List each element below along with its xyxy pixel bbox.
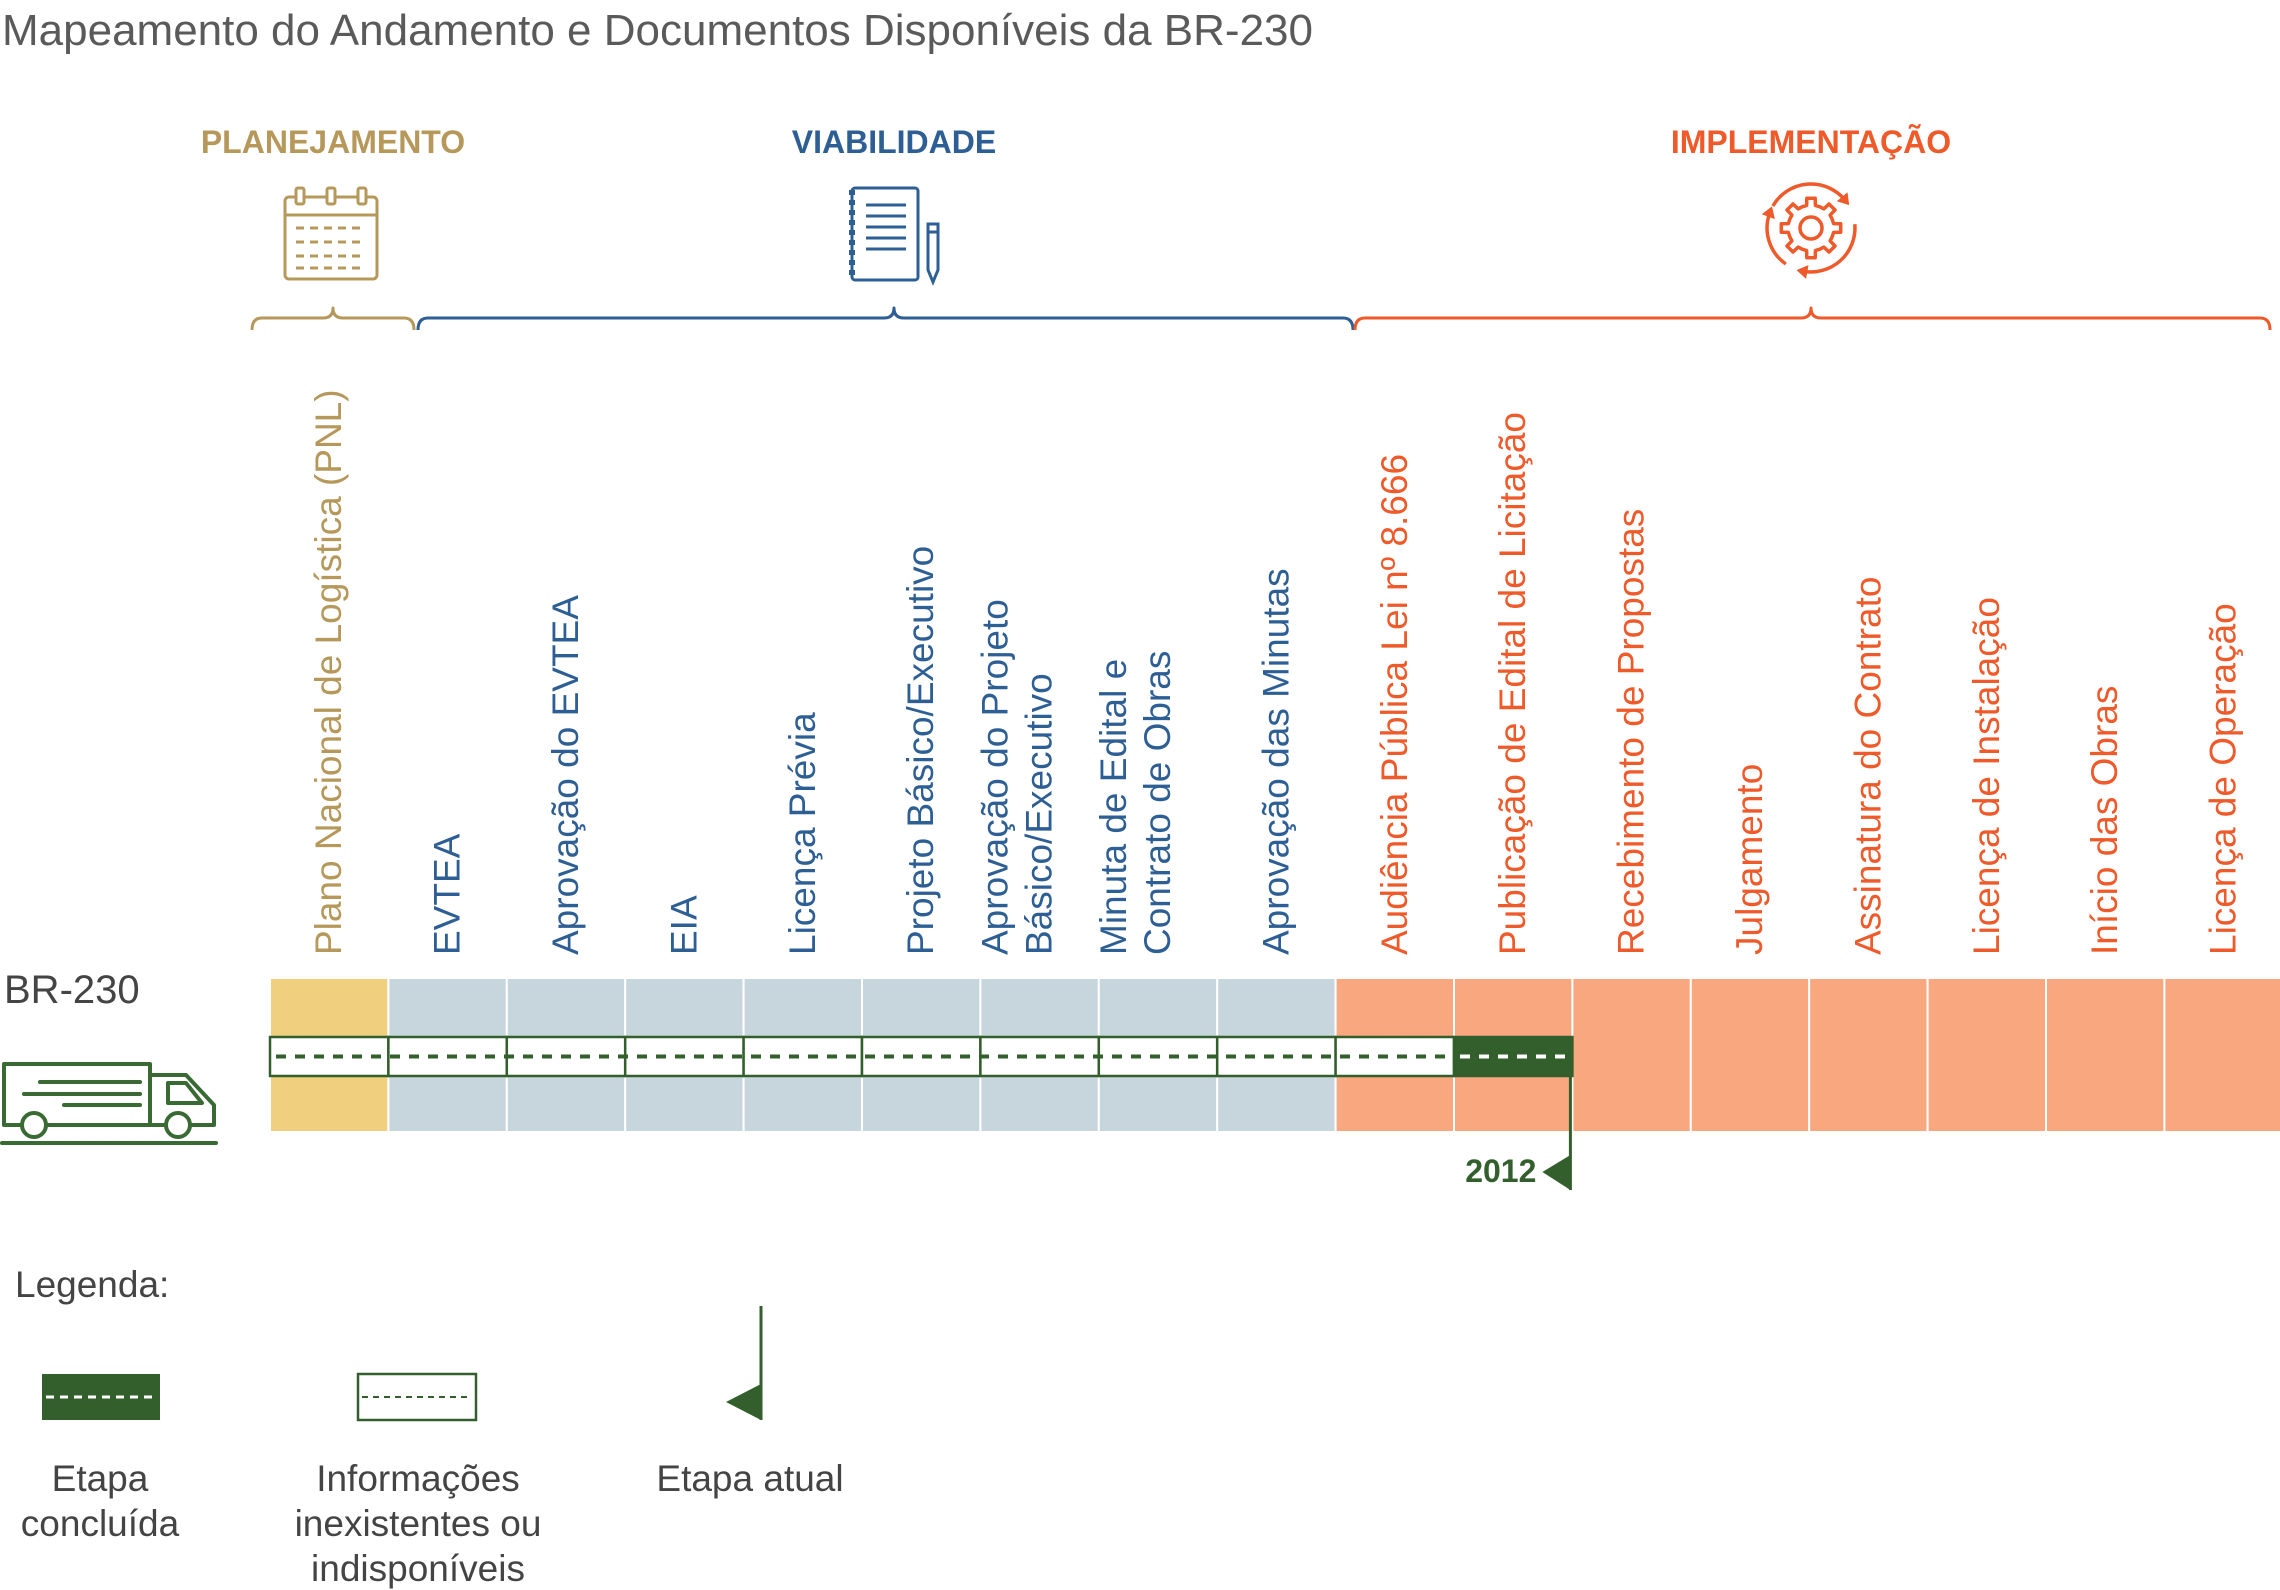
phase-headers: PLANEJAMENTO VIABILIDADE IMPLEMENTAÇÃO [201,124,2272,331]
stage-label: Início das Obras [2084,686,2125,955]
current-flag [1542,1155,1571,1190]
legend-swatch-completed [42,1374,160,1420]
stage-cell-15 [1926,977,2047,1133]
stage-label: Publicação de Edital de Licitação [1492,412,1533,955]
stage-label: Aprovação das Minutas [1255,568,1296,955]
legend-label-unavailable: Informações [316,1458,520,1499]
stage-cell-13 [1689,977,1811,1133]
stage-label: Aprovação do Projeto [975,599,1016,955]
progress-track [268,1035,1574,1078]
stage-cell-12 [1571,977,1692,1133]
stage-cell-14 [1808,977,1929,1133]
stage-label: Licença Prévia [782,712,823,955]
track-segment-unavailable [742,1035,864,1078]
stage-label: Aprovação do EVTEA [545,595,586,955]
stage-label: Contrato de Obras [1137,651,1178,955]
stage-label: Audiência Pública Lei nº 8.666 [1374,454,1415,955]
page-title: Mapeamento do Andamento e Documentos Dis… [2,6,1313,55]
legend-label-unavailable: inexistentes ou [295,1503,542,1544]
legend-flag [726,1384,761,1420]
stage-label: EVTEA [427,833,468,955]
current-stage-marker: 2012 [1465,1040,1572,1190]
stage-labels: Plano Nacional de Logística (PNL) EVTEA Ap… [308,389,2243,955]
document-pen-icon [849,186,940,286]
legend-label-unavailable: indisponíveis [311,1548,525,1589]
phase-label-implementacao: IMPLEMENTAÇÃO [1671,124,1951,160]
phase-label-viabilidade: VIABILIDADE [792,124,996,160]
stage-label: Assinatura do Contrato [1847,577,1888,955]
current-year-label: 2012 [1465,1153,1536,1189]
stage-label: Licença de Instalação [1966,597,2007,955]
road-label: BR-230 [4,968,140,1012]
legend-label-current: Etapa atual [656,1458,843,1499]
stage-label: Básico/Executivo [1019,673,1060,955]
stage-label: EIA [663,895,704,955]
phase-brace-viabilidade [416,306,1355,331]
legend-label-completed: concluída [21,1503,180,1544]
stage-cell-16 [2045,977,2166,1133]
phase-brace-implementacao [1353,306,2272,331]
legend-title: Legenda: [15,1264,169,1305]
stage-cell-17 [2163,977,2280,1133]
stage-label: Plano Nacional de Logística (PNL) [308,389,349,955]
track-segment-unavailable [268,1035,390,1078]
track-segment-unavailable [1215,1035,1337,1078]
stage-label: Recebimento de Propostas [1611,509,1652,955]
truck-icon [0,1062,218,1145]
phase-label-planejamento: PLANEJAMENTO [201,124,465,160]
phase-brace-planejamento [250,306,416,331]
stage-label: Licença de Operação [2203,603,2244,955]
stage-label: Projeto Básico/Executivo [900,546,941,955]
stage-label: Julgamento [1729,764,1770,955]
calendar-icon [283,186,379,281]
gear-cycle-icon [1761,182,1857,279]
stage-label: Minuta de Edital e [1093,659,1134,955]
legend-label-completed: Etapa [52,1458,149,1499]
